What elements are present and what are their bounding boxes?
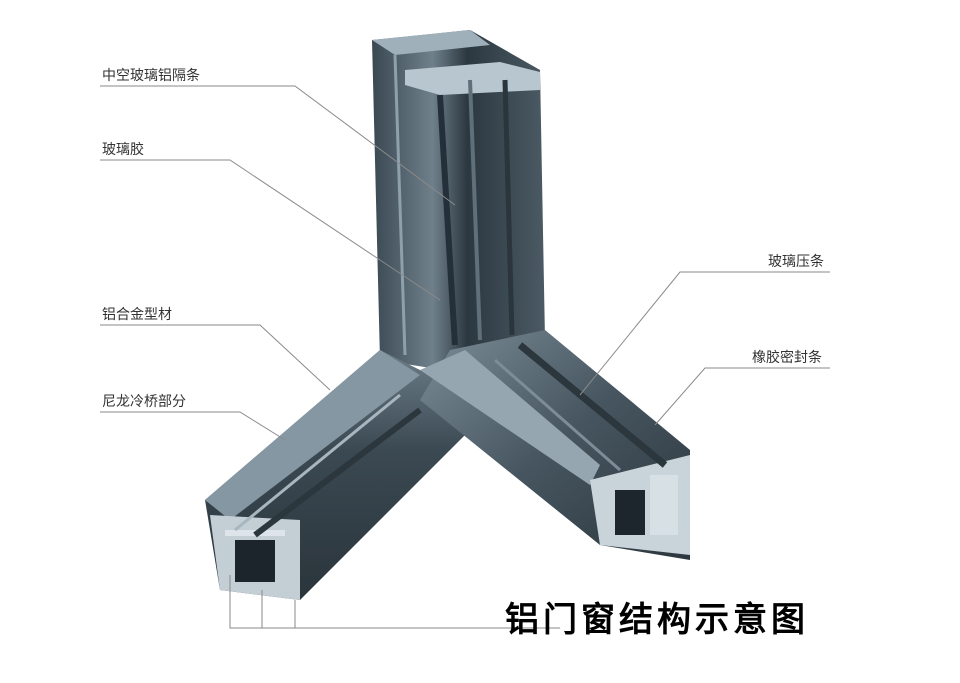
label-nylon-thermal-break: 尼龙冷桥部分 [102,394,186,410]
vertical-profile [372,30,545,375]
left-profile [205,350,470,600]
label-glass-glue: 玻璃胶 [102,142,144,158]
leader-line-aluminum-profile [100,324,331,391]
label-hollow-glass-spacer: 中空玻璃铝隔条 [102,68,200,84]
leader-line-bottom [229,575,560,629]
label-rubber-seal: 橡胶密封条 [752,350,822,366]
leader-line-hollow-glass-spacer [100,85,456,206]
label-glass-bead: 玻璃压条 [768,254,824,270]
leader-line-glass-glue [100,159,441,301]
right-profile [420,330,690,560]
leader-line-rubber-seal [654,367,830,426]
label-aluminum-profile: 铝合金型材 [102,307,172,323]
leader-line-glass-bead [579,271,830,396]
diagram-title: 铝门窗结构示意图 [505,600,809,640]
leader-line-nylon-thermal-break [100,411,286,441]
